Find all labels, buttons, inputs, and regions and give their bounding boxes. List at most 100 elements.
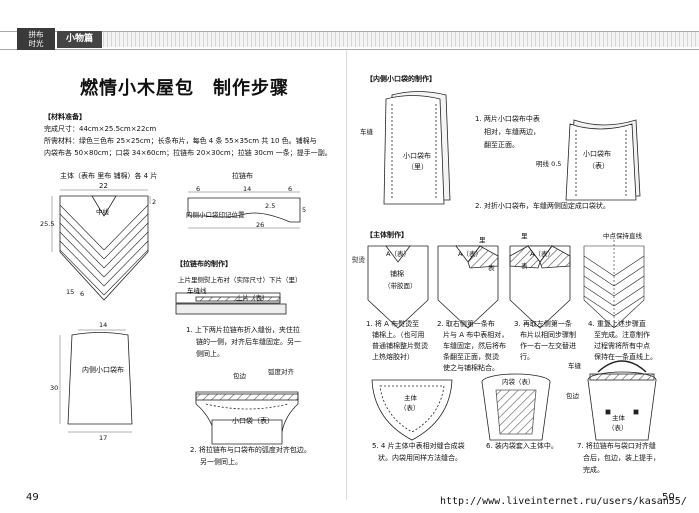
- bag-body-label-1: 主体: [404, 394, 417, 402]
- section-tag-line2: 时光: [28, 39, 44, 48]
- body-fig-3: [509, 245, 571, 329]
- materials-list-1: 所需材料：绿色三色布 25×25cm；长条布片，每色 4 条 55×35cm 共…: [44, 137, 317, 145]
- inner-pocket-step-2: 2. 对折小口袋布，车缝两侧固定成口袋状。: [475, 202, 610, 210]
- bag-body-label-3: 主体: [612, 414, 625, 422]
- body-biao-label-2: 表: [521, 262, 528, 270]
- body-a-face-label-3: A（表）: [530, 250, 554, 258]
- page-title: 燃情小木屋包 制作步骤: [80, 78, 289, 99]
- bag-body-label-3b: （表）: [608, 424, 628, 432]
- body-step-5-line-1: 5. 4 片主体中表相对缝合成袋: [372, 442, 465, 450]
- body-step-2-line-5: 使之与铺棉粘合。: [443, 364, 499, 372]
- inner-pocket-dim-bottom: 17: [99, 434, 108, 442]
- body-center-line-label: 中点保持直线: [603, 232, 642, 240]
- main-body-caption: 主体（表布 里布 铺棉）各 4 片: [60, 172, 158, 180]
- body-step-1-line-1: 1. 将 A 布熨烫至: [366, 320, 420, 328]
- main-body-shape: [51, 189, 151, 301]
- inner-pocket-step-1-line-2: 相对，车缝两边，: [484, 128, 540, 136]
- zipper-upper-label: 上片（表）: [236, 294, 269, 302]
- body-step-7-line-2: 合后，包边，装上提手，: [583, 454, 660, 462]
- body-step-4-line-4: 保持在一条直线上。: [594, 353, 657, 361]
- zipper-step-1-line-2: 链的一侧，对齐后车缝固定。另一: [196, 338, 301, 346]
- section-tag: 拼布 时光: [17, 28, 55, 50]
- body-step-6: 6. 装内袋套入主体中。: [486, 442, 558, 450]
- body-step-3-line-3: 作一右一左交替进: [520, 342, 576, 350]
- body-step-4-line-2: 至完成。注意制作: [594, 331, 650, 339]
- body-fig-4: [583, 240, 645, 329]
- zipper-strip-shape: [187, 191, 301, 229]
- body-section-heading: 【主体制作】: [366, 231, 408, 239]
- zipper-arc-label: 弧度对齐: [268, 368, 294, 376]
- zipper-dim-e: 5: [302, 206, 307, 214]
- zipper-pocket-label: 小口袋（表）: [232, 417, 274, 425]
- inner-pocket-fig-1: [383, 91, 451, 205]
- zipper-bind-label: 包边: [233, 372, 246, 380]
- body-step-3-line-2: 布片以相同步骤制: [520, 331, 576, 339]
- zipper-dim-c: 6: [288, 185, 293, 193]
- inner-pocket-fig-2: [565, 119, 641, 201]
- bag-bind-label: 包边: [566, 392, 579, 400]
- body-batting-label-2: （带胶面）: [384, 282, 417, 290]
- body-step-7-line-1: 7. 将拉链布与袋口对齐缝: [577, 442, 656, 450]
- inner-pocket-dim-side: 30: [50, 384, 59, 392]
- body-step-1-line-3: 普通铺棉整片熨烫: [372, 342, 428, 350]
- materials-heading: 【材料准备】: [44, 113, 86, 121]
- watermark-url: http://www.liveinternet.ru/users/kasan55…: [440, 496, 687, 507]
- page-gutter: [346, 50, 347, 500]
- inner-pocket-stitch-label: 明线 0.5: [536, 160, 562, 168]
- inner-pocket-out-label-1: 小口袋布: [583, 150, 611, 158]
- inner-pocket-label: 内侧小口袋布: [82, 366, 124, 374]
- inner-pocket-step-1-line-3: 翻至正面。: [484, 141, 519, 149]
- inner-pocket-sew-label: 车缝: [360, 128, 373, 136]
- materials-size: 完成尺寸：44cm×25.5cm×22cm: [44, 125, 157, 133]
- body-step-3-line-1: 3. 再取左侧第一条: [514, 320, 572, 328]
- bag-body-label-1b: （表）: [400, 404, 420, 412]
- body-step-4-line-1: 4. 重复上述步骤直: [588, 320, 646, 328]
- body-iron-label: 熨烫: [352, 256, 365, 264]
- body-fig-2: [437, 245, 499, 329]
- page-number-right: 50: [662, 492, 675, 503]
- zipper-fig-1: [175, 292, 287, 315]
- body-step-1-line-2: 铺棉上。（也可用: [372, 331, 425, 339]
- body-batting-label-1: 铺棉: [390, 270, 404, 278]
- zipper-top-label: 上片里侧熨上布衬（实际尺寸）下片（里）: [178, 276, 302, 284]
- bag-fig-7: [587, 360, 657, 441]
- zipper-sew-label: 车缝线: [187, 287, 207, 295]
- body-step-4-line-3: 过程需将所有中点: [594, 342, 650, 350]
- body-fig-1: [367, 245, 429, 329]
- inner-pocket-step-1-line-1: 1. 两片小口袋布中表: [475, 115, 540, 123]
- bag-inner-label: 内袋（表）: [502, 378, 535, 386]
- main-body-center-label: 中线: [96, 208, 109, 216]
- zipper-dim-f: 26: [256, 221, 265, 229]
- body-step-2-line-4: 条翻至正面，熨烫: [443, 353, 499, 361]
- zipper-step-1-line-1: 1. 上下两片拉链布折入缝份，夹住拉: [186, 326, 300, 334]
- bag-fig-5: [371, 379, 453, 441]
- main-body-dim-right: 2: [152, 198, 157, 206]
- zipper-dim-a: 6: [196, 185, 201, 193]
- zipper-dim-d: 2.5: [265, 202, 276, 210]
- inner-pocket-in-label-2: （里）: [407, 163, 428, 171]
- header-pattern: [103, 32, 699, 47]
- inner-pocket-section-heading: 【内侧小口袋的制作】: [366, 75, 436, 83]
- bag-sew-label: 车缝: [568, 362, 581, 370]
- body-li-label-1: 里: [479, 236, 486, 244]
- body-step-7-line-3: 完成。: [583, 466, 604, 474]
- inner-pocket-dim-top: 14: [99, 321, 108, 329]
- inner-pocket-shape: [59, 329, 133, 433]
- inner-pocket-in-label-1: 小口袋布: [403, 152, 431, 160]
- zipper-step-2-line-1: 2. 将拉链布与口袋布的弧度对齐包边。: [190, 446, 311, 454]
- body-step-3-line-4: 行。: [520, 353, 534, 361]
- main-body-dim-side: 25.5: [40, 220, 55, 228]
- main-body-dim-bottom-a: 15: [66, 288, 75, 296]
- body-biao-label-1: 表: [488, 264, 495, 272]
- zipper-section-heading: 【拉链布的制作】: [176, 260, 232, 268]
- body-a-face-label: A（表）: [386, 250, 410, 258]
- main-body-dim-top: 22: [99, 182, 108, 190]
- section-label: 小物篇: [57, 31, 102, 48]
- body-step-1-line-4: 上热熔胶衬）: [372, 353, 414, 361]
- zipper-fig-2: [195, 391, 299, 445]
- body-step-2-line-2: 片与 A 布中表相对，: [443, 331, 509, 339]
- section-tag-line1: 拼布: [28, 30, 44, 39]
- zipper-step-2-line-2: 另一侧同上。: [200, 458, 242, 466]
- zipper-dim-b: 14: [243, 185, 252, 193]
